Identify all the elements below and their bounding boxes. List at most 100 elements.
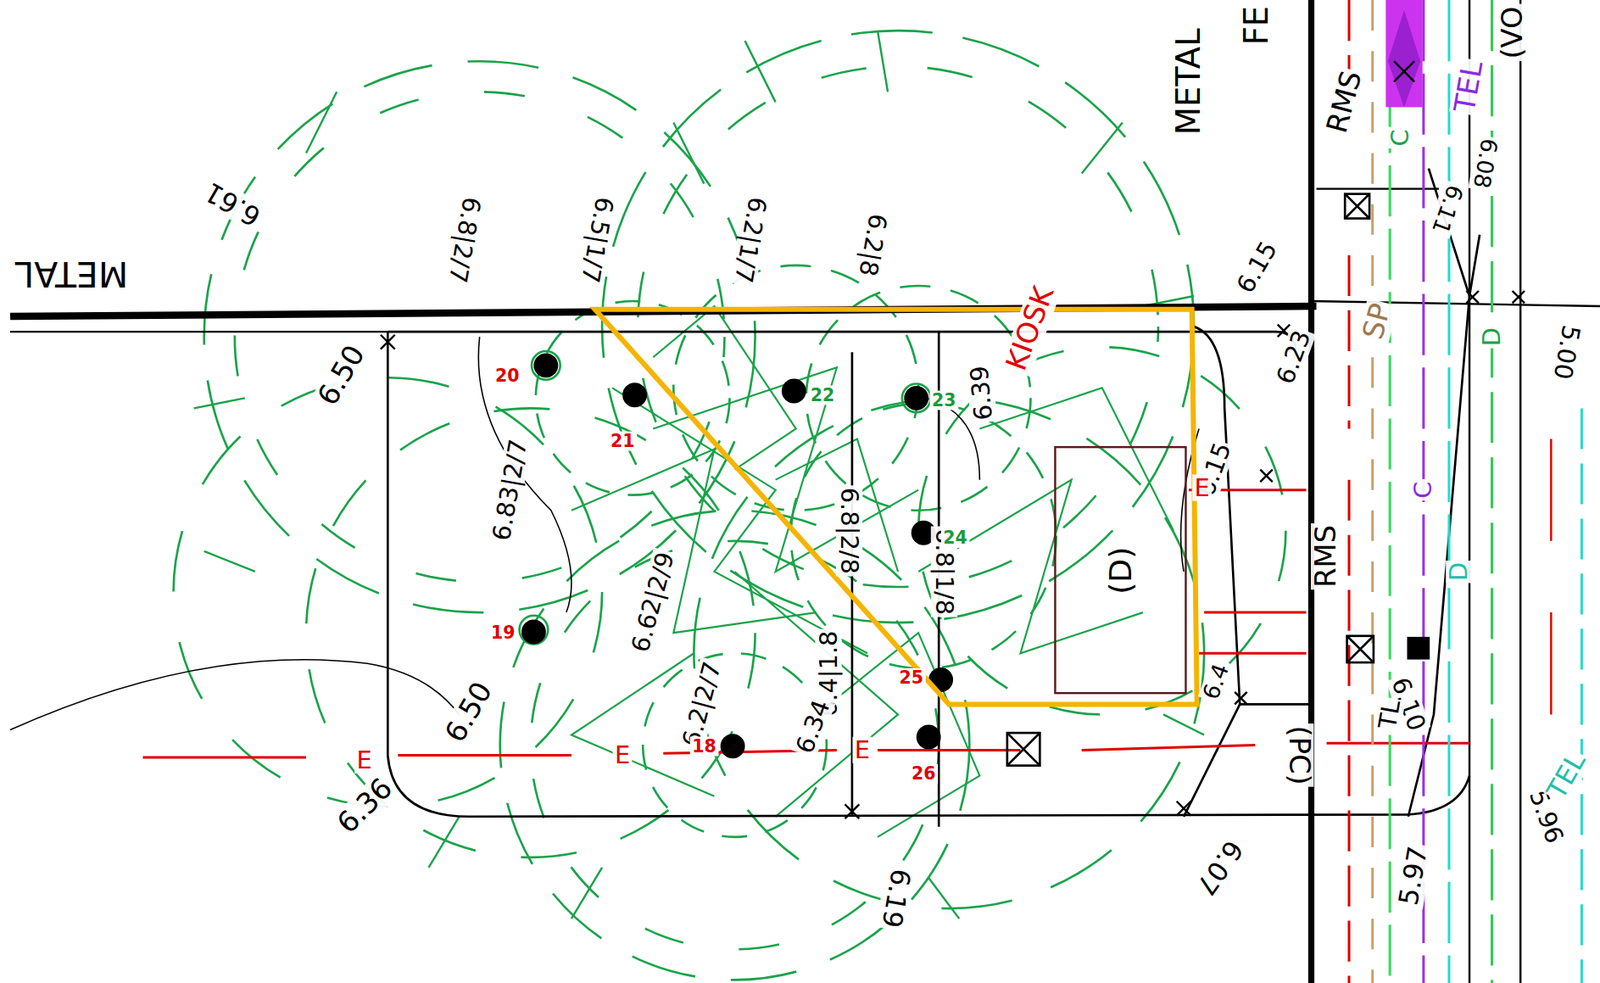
tree-canopy — [530, 540, 939, 949]
tree-trunks — [622, 382, 647, 407]
tree-canopy — [234, 91, 725, 582]
boundary-walls — [1308, 0, 1315, 983]
tree-trunks — [521, 619, 547, 645]
callout-number: 19 — [489, 623, 518, 642]
callout-number: 22 — [808, 385, 837, 405]
electric-cable — [1188, 490, 1306, 654]
survey-crosses — [1512, 290, 1525, 303]
ground-contours — [478, 336, 572, 613]
boundary-walls — [1316, 187, 1439, 190]
map-annotation: 6.61 — [198, 175, 268, 233]
road-kerb — [1408, 295, 1470, 817]
map-annotation: 6.5|1/7 — [575, 192, 619, 287]
map-annotation: TEL — [1449, 56, 1490, 118]
map-annotation: 6.08 — [1467, 134, 1502, 193]
building-label: (D) — [1103, 543, 1138, 597]
inspection-chambers — [1344, 194, 1370, 219]
map-annotation: E — [852, 736, 872, 764]
callout-number: 20 — [492, 366, 521, 385]
map-annotation: C — [1410, 479, 1438, 501]
map-annotation: 6.19 — [875, 864, 916, 932]
survey-crosses — [1176, 801, 1192, 816]
tree-canopy — [535, 301, 731, 496]
ground-contours — [10, 659, 460, 731]
inspection-chambers — [1347, 635, 1374, 663]
map-annotation: 5.97 — [1393, 841, 1433, 909]
valve-marker — [1393, 61, 1415, 82]
electric-cable — [1348, 0, 1351, 983]
boundary-walls — [1310, 301, 1600, 307]
boundary-walls — [1519, 0, 1522, 983]
road-kerb — [387, 331, 1470, 817]
utility-lines — [1580, 407, 1584, 983]
callout-number: 18 — [690, 736, 719, 756]
boundary-walls — [10, 0, 1600, 983]
map-annotation: E — [1192, 473, 1212, 502]
study-area-outline — [595, 309, 1198, 705]
map-annotation: 6.8|2/7 — [443, 192, 486, 287]
map-annotation: E — [354, 747, 374, 775]
inspection-chambers — [1007, 732, 1041, 766]
tree-trunks — [781, 378, 807, 403]
utility-lines — [1372, 0, 1583, 983]
inspection-chambers — [1347, 635, 1374, 663]
tree-canopy — [173, 30, 1287, 980]
tree-canopy — [637, 66, 1159, 587]
utility-lines — [1371, 0, 1374, 983]
map-annotation: E — [613, 741, 633, 770]
tree-canopy — [519, 615, 549, 645]
valve-marker — [1385, 0, 1422, 107]
utility-lines — [1388, 101, 1392, 983]
map-annotation: 6.07 — [1189, 833, 1250, 903]
callout-number: 24 — [941, 528, 970, 547]
tree-canopy — [902, 384, 932, 413]
road-kerb — [387, 168, 1480, 827]
map-annotation: C — [1386, 127, 1414, 149]
survey-crosses — [380, 290, 1525, 819]
map-annotation: 6.50 — [439, 674, 501, 750]
tree-canopy — [500, 510, 971, 981]
road-kerb — [1183, 703, 1240, 816]
utility-lines — [1447, 0, 1450, 983]
tree-trunks — [521, 352, 954, 759]
inspection-chambers — [1344, 194, 1370, 219]
survey-crosses — [1466, 290, 1478, 303]
survey-crosses — [1259, 469, 1272, 482]
inspection-chambers — [1007, 194, 1429, 766]
map-annotation: METAL — [12, 254, 131, 293]
tree-canopy — [673, 265, 919, 511]
map-annotation: (VO — [1497, 4, 1529, 62]
map-annotation: 6.36 — [330, 770, 402, 842]
map-annotation: D — [1478, 325, 1506, 349]
map-building-box: (D) — [1053, 445, 1187, 694]
boundary-walls — [1468, 0, 1471, 983]
callout-number: 23 — [930, 390, 959, 410]
valve-marker — [1388, 10, 1422, 107]
survey-crosses — [1234, 691, 1247, 704]
road-kerb — [387, 331, 1296, 352]
electric-cable — [142, 0, 1551, 983]
tree-canopy — [806, 285, 1032, 511]
study-area-outline — [595, 309, 1198, 705]
map-annotation: (PC) — [1282, 723, 1314, 787]
map-annotation: 6.2|8 — [853, 209, 892, 280]
survey-crosses — [844, 803, 859, 819]
callout-number: 26 — [909, 763, 938, 783]
tree-trunks — [903, 385, 929, 411]
map-annotation: 6.15 — [1231, 234, 1284, 300]
map-annotation: SP — [1357, 298, 1399, 346]
tree-canopy — [693, 397, 1205, 909]
tree-trunks — [916, 724, 942, 749]
callout-number: 21 — [607, 431, 636, 451]
tree-canopy — [531, 351, 561, 380]
map-annotation: 6.8|2/8 — [835, 485, 863, 576]
map-annotation: RMS — [1310, 523, 1343, 591]
map-annotation: D — [1445, 559, 1473, 583]
boundary-walls — [10, 330, 388, 333]
tree-canopy — [306, 407, 756, 858]
survey-crosses — [380, 334, 396, 350]
callout-number: 25 — [897, 668, 926, 687]
